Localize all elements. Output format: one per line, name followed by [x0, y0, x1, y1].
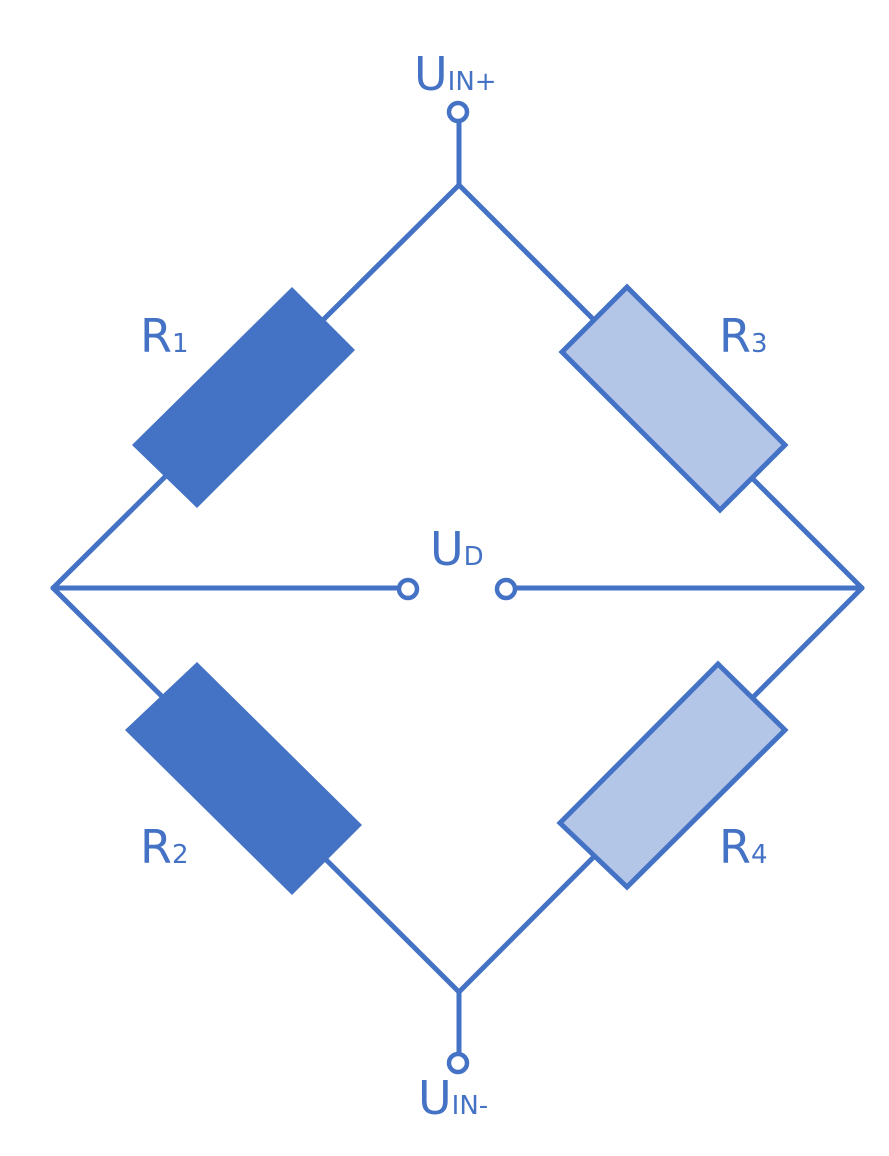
terminal-diagonal-left — [396, 577, 420, 601]
terminal-diagonal-right — [494, 577, 518, 601]
label-r2-subscript: 2 — [172, 840, 189, 870]
label-r3: R3 — [719, 309, 768, 363]
label-r1-symbol: R — [140, 309, 172, 363]
label-r3-symbol: R — [719, 309, 751, 363]
label-r1: R1 — [140, 309, 189, 363]
label-r2: R2 — [140, 820, 189, 874]
resistor-r2 — [125, 662, 362, 895]
label-r4-subscript: 4 — [751, 840, 768, 870]
resistor-r1 — [132, 287, 355, 508]
label-u-in-minus: UIN- — [418, 1071, 488, 1125]
label-u-in-plus-symbol: U — [414, 47, 448, 101]
label-u-d: UD — [430, 522, 484, 576]
label-r1-subscript: 1 — [172, 329, 189, 359]
resistor-r4 — [556, 660, 789, 891]
resistor-r3 — [558, 283, 789, 514]
label-u-in-minus-symbol: U — [418, 1071, 452, 1125]
terminal-bottom — [446, 1051, 470, 1075]
label-u-in-minus-subscript: IN- — [452, 1091, 489, 1121]
label-r4: R4 — [719, 820, 768, 874]
terminal-top — [446, 100, 470, 124]
label-u-in-plus: UIN+ — [414, 47, 497, 101]
label-r3-subscript: 3 — [751, 329, 768, 359]
label-r2-symbol: R — [140, 820, 172, 874]
label-u-d-symbol: U — [430, 522, 464, 576]
label-u-d-subscript: D — [464, 542, 484, 572]
label-r4-symbol: R — [719, 820, 751, 874]
label-u-in-plus-subscript: IN+ — [448, 67, 497, 97]
